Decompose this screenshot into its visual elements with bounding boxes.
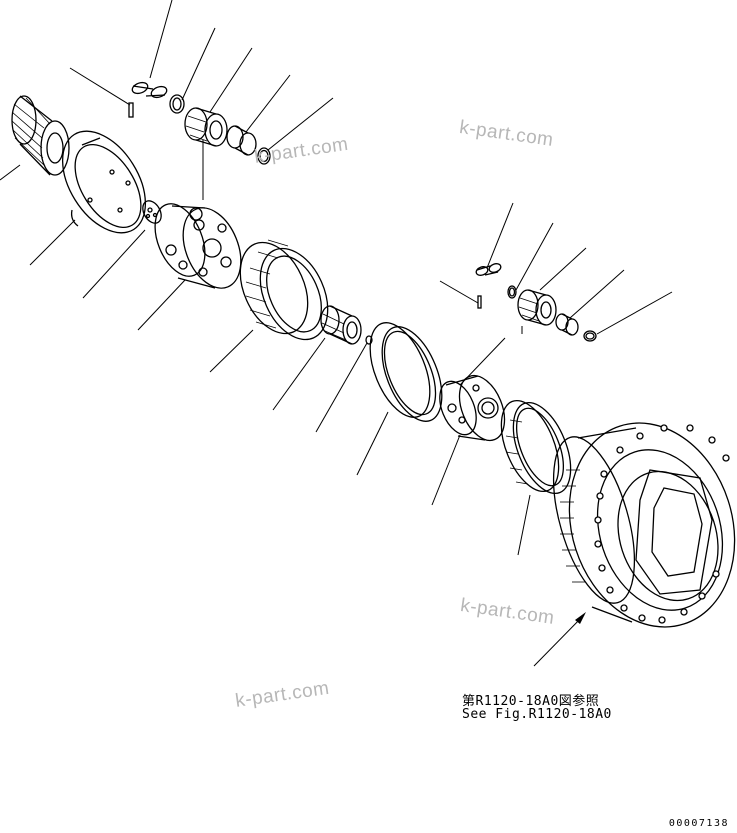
thrust-ring (369, 322, 443, 422)
document-number: 00007138 (668, 818, 729, 829)
thrust-washer-right (507, 285, 517, 299)
snap-ring-small (365, 335, 373, 345)
snap-ring-top (257, 147, 271, 165)
snap-ring-right (583, 330, 597, 342)
spring-pin-right (477, 295, 482, 309)
needle-bearing-top (226, 125, 257, 156)
planet-gear-top (184, 107, 228, 147)
thrust-washer-top (169, 94, 185, 114)
figure-reference-jp: 第R1120-18A0図参照 (462, 694, 600, 709)
planet-shaft-right (475, 263, 502, 276)
thrust-washer-small (142, 200, 162, 224)
ring-gear-right (500, 399, 572, 495)
sun-gear-left (11, 95, 70, 176)
ring-gear-left (239, 239, 329, 341)
planet-shaft (131, 81, 168, 99)
hub-housing (552, 422, 736, 628)
reference-arrowhead (575, 612, 586, 624)
needle-bearing-right (555, 313, 579, 336)
carrier-plate (61, 130, 147, 234)
figure-reference-en: See Fig.R1120-18A0 (462, 707, 612, 722)
sun-gear-small (320, 305, 362, 345)
planet-carrier-left (154, 203, 242, 289)
planet-gear-right (517, 289, 557, 326)
spring-pin (128, 102, 134, 118)
planet-carrier-right (439, 374, 506, 442)
